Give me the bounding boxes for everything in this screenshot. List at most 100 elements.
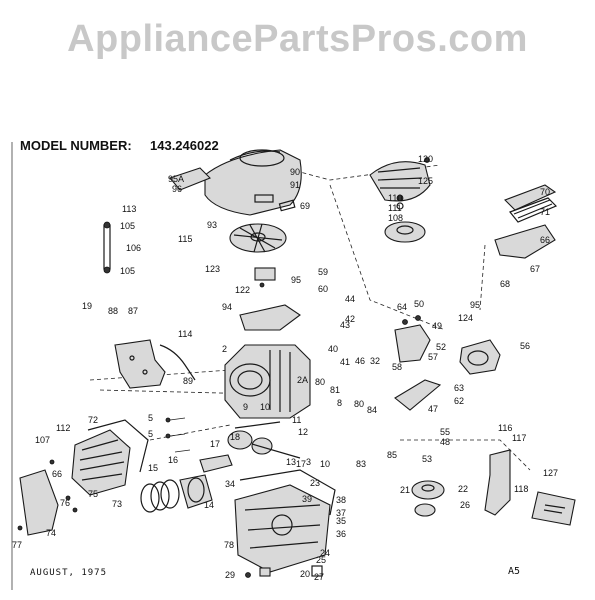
- rewind-starter: [369, 157, 431, 202]
- callout-58: 84: [367, 405, 377, 415]
- callout-104: 20: [300, 569, 310, 579]
- callout-50: 89: [183, 376, 193, 386]
- callout-34: 64: [397, 302, 407, 312]
- callout-40: 52: [436, 342, 446, 352]
- callout-38: 56: [520, 341, 530, 351]
- assembly-line-bottom-right: [400, 439, 531, 471]
- callout-14: 66: [540, 235, 550, 245]
- wire-114: [159, 344, 196, 381]
- connecting-rod: [199, 454, 233, 473]
- callout-47: 40: [328, 344, 338, 354]
- callout-81: 34: [225, 479, 235, 489]
- callout-83: 39: [302, 494, 312, 504]
- callout-62: 53: [422, 454, 432, 464]
- callout-0: 120: [418, 154, 433, 164]
- callout-12: 70: [540, 187, 550, 197]
- governor-linkage: [394, 315, 431, 363]
- callout-79: 3: [306, 457, 311, 467]
- cylinder-head: [71, 429, 131, 496]
- callout-32: 94: [222, 302, 232, 312]
- assembly-line-filter: [479, 244, 486, 311]
- callout-54: 80: [315, 377, 325, 387]
- callout-37: 124: [458, 313, 473, 323]
- gasket-23: [239, 469, 336, 516]
- callout-29: 88: [108, 306, 118, 316]
- assembly-line-piston: [149, 424, 231, 441]
- callout-9: 113: [122, 204, 136, 214]
- callout-85: 37: [336, 508, 346, 518]
- callout-42: 58: [392, 362, 402, 372]
- callout-28: 19: [82, 301, 92, 311]
- callout-2: 110: [388, 193, 402, 203]
- callout-98: 75: [88, 489, 98, 499]
- callout-70: 66: [52, 469, 62, 479]
- callout-72: 16: [168, 455, 178, 465]
- callout-6: 91: [290, 180, 300, 190]
- callout-57: 80: [354, 399, 364, 409]
- shield-74: [19, 469, 59, 536]
- callout-13: 71: [540, 207, 550, 217]
- callout-39: 49: [432, 321, 442, 331]
- callout-45: 2: [222, 344, 227, 354]
- ignition-coil: [254, 267, 276, 288]
- callout-41: 57: [428, 352, 438, 362]
- flywheel: [229, 223, 287, 253]
- callout-1: 125: [418, 176, 433, 186]
- callout-17: 105: [120, 221, 135, 231]
- callout-7: 95A: [168, 174, 184, 184]
- callout-10: 93: [207, 220, 217, 230]
- callout-97: 76: [60, 498, 70, 508]
- head-gasket-72: [87, 419, 149, 473]
- plate-94: [239, 304, 301, 331]
- gasket-69: [278, 199, 296, 212]
- muffler-116: [484, 449, 511, 516]
- callout-88: 21: [400, 485, 410, 495]
- callout-76: 12: [298, 427, 308, 437]
- model-number-value: 143.246022: [150, 138, 219, 153]
- lever-47: [394, 379, 442, 411]
- callout-95: 14: [204, 500, 214, 510]
- callout-102: 24: [320, 548, 330, 558]
- callout-30: 87: [128, 306, 138, 316]
- callout-36: 95: [470, 300, 480, 310]
- model-number-label: MODEL NUMBER:: [20, 138, 132, 153]
- callout-82: 23: [310, 478, 320, 488]
- bolts: [17, 417, 191, 531]
- callout-78: 17: [296, 459, 306, 469]
- rod-assembly: [103, 221, 111, 274]
- callout-69: 72: [88, 415, 98, 425]
- cylinder-block: [224, 344, 311, 419]
- callout-91: 117: [512, 433, 526, 443]
- watermark: AppliancePartsPros.com: [67, 18, 528, 60]
- part-29: [245, 572, 251, 578]
- callout-61: 48: [440, 437, 450, 447]
- callout-87: 36: [336, 529, 346, 539]
- callout-43: 63: [454, 383, 464, 393]
- cam-gear: [411, 480, 445, 517]
- callout-68: 107: [35, 435, 50, 445]
- callout-15: 67: [530, 264, 540, 274]
- callout-74: 18: [230, 432, 240, 442]
- callout-26: 42: [345, 314, 355, 324]
- callout-99: 74: [46, 528, 56, 538]
- callout-25: 44: [345, 294, 355, 304]
- callout-77: 13: [286, 457, 296, 467]
- callout-71: 17: [210, 439, 220, 449]
- callout-103: 25: [316, 555, 326, 565]
- callout-65: 5: [148, 413, 153, 423]
- blower-housing: [204, 149, 302, 216]
- callout-4: 108: [388, 213, 403, 223]
- callout-53: 2A: [297, 375, 308, 385]
- crankshaft: [227, 421, 301, 459]
- callout-44: 62: [454, 396, 464, 406]
- callout-3: 111: [388, 203, 402, 213]
- part-27: [259, 567, 271, 577]
- callout-96: 73: [112, 499, 122, 509]
- callout-11: 69: [300, 201, 310, 211]
- callout-94: 26: [460, 500, 470, 510]
- piston-rings: [140, 479, 180, 513]
- callout-52: 9: [243, 402, 248, 412]
- air-filter-assembly: [494, 184, 558, 259]
